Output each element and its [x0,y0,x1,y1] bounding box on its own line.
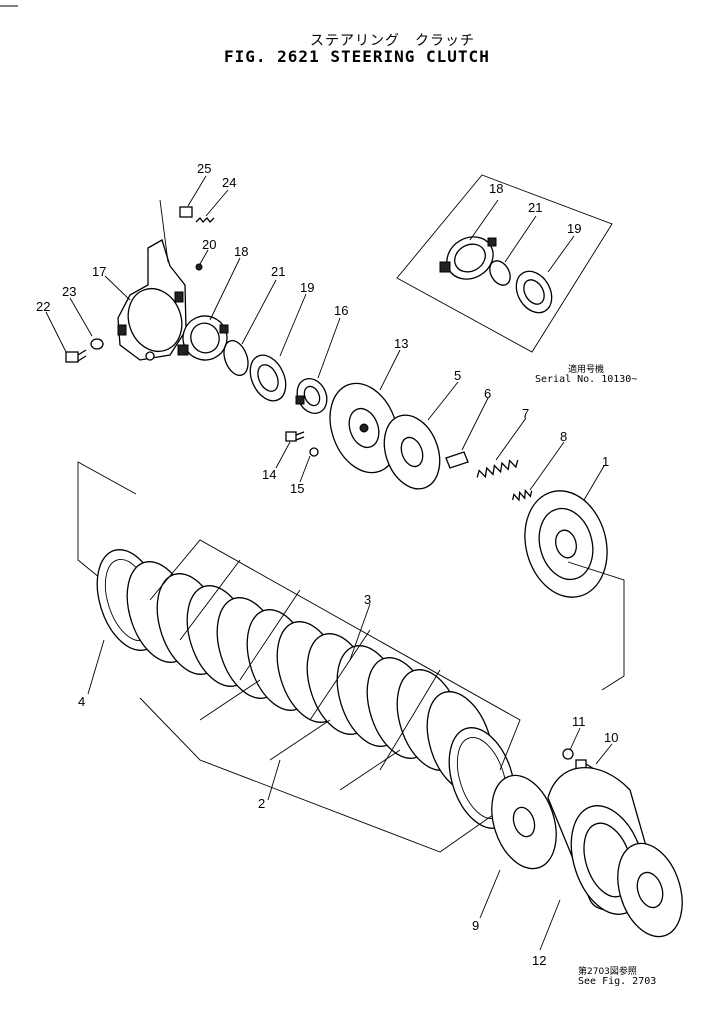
part-label-2: 2 [258,796,265,811]
retainer-16 [295,377,328,415]
part-label-24: 24 [222,175,236,190]
pin-6 [445,451,469,469]
inset-box [396,174,613,353]
clutch-plate-pack [96,549,516,829]
bearing-cage-18 [177,315,229,361]
part-label-17: 17 [92,264,106,279]
spring-24 [195,217,215,223]
part-label-16: 16 [334,303,348,318]
part-label-9: 9 [472,918,479,933]
inset-label-19: 19 [567,221,581,236]
drum-hub-1 [524,490,608,598]
part-label-20: 20 [202,237,216,252]
part-label-13: 13 [394,336,408,351]
part-label-5: 5 [454,368,461,383]
pin-20 [195,263,203,271]
spring-8 [512,489,533,502]
figure-title: FIG. 2621 STEERING CLUTCH [224,47,490,66]
plate-13 [329,382,399,474]
bolt-14 [285,431,305,442]
part-label-14: 14 [262,467,276,482]
bracket-line-right [567,561,625,691]
part-label-19: 19 [300,280,314,295]
part-label-22: 22 [36,299,50,314]
washer-15 [309,447,319,457]
part-label-8: 8 [560,429,567,444]
part-label-18: 18 [234,244,248,259]
part-label-11: 11 [572,714,586,729]
reference-japanese-note: 第2703図参照 [578,967,637,977]
part-label-7: 7 [522,406,529,421]
drum-12 [547,767,683,938]
part-label-6: 6 [484,386,491,401]
bracket-17 [117,199,187,361]
part-label-12: 12 [532,953,546,968]
bolt-22 [65,349,87,363]
washer-11 [562,748,574,760]
part-label-10: 10 [604,730,618,745]
plate-group-brackets [139,539,521,853]
part-label-25: 25 [197,161,211,176]
washer-23 [90,338,104,350]
reference-see-note: See Fig. 2703 [578,976,657,987]
plate-5 [383,414,441,490]
spring-7 [476,459,519,479]
part-label-15: 15 [290,481,304,496]
inset-bearing-cage [439,236,497,280]
snap-ring-21 [223,340,249,376]
inset-japanese-note: 適用号機 [568,365,605,375]
leader-lines [45,175,613,951]
inset-label-21: 21 [528,200,542,215]
part-label-3: 3 [364,592,371,607]
part-label-21: 21 [271,264,285,279]
title-japanese: ステアリング クラッチ [310,33,475,49]
part-label-4: 4 [78,694,85,709]
bearing-19 [249,354,287,402]
inset-label-18: 18 [489,181,503,196]
part-label-1: 1 [602,454,609,469]
part-number-labels: 25 24 20 18 17 21 19 23 22 16 13 14 15 5… [36,161,618,968]
pressure-plate-9 [491,774,557,870]
inset-serial-note: Serial No. 10130~ [535,374,638,385]
inset-snap-ring [489,260,511,286]
inset-bearing [515,270,553,314]
nut-25 [179,206,193,218]
part-label-23: 23 [62,284,76,299]
bracket-line-left [77,461,137,579]
